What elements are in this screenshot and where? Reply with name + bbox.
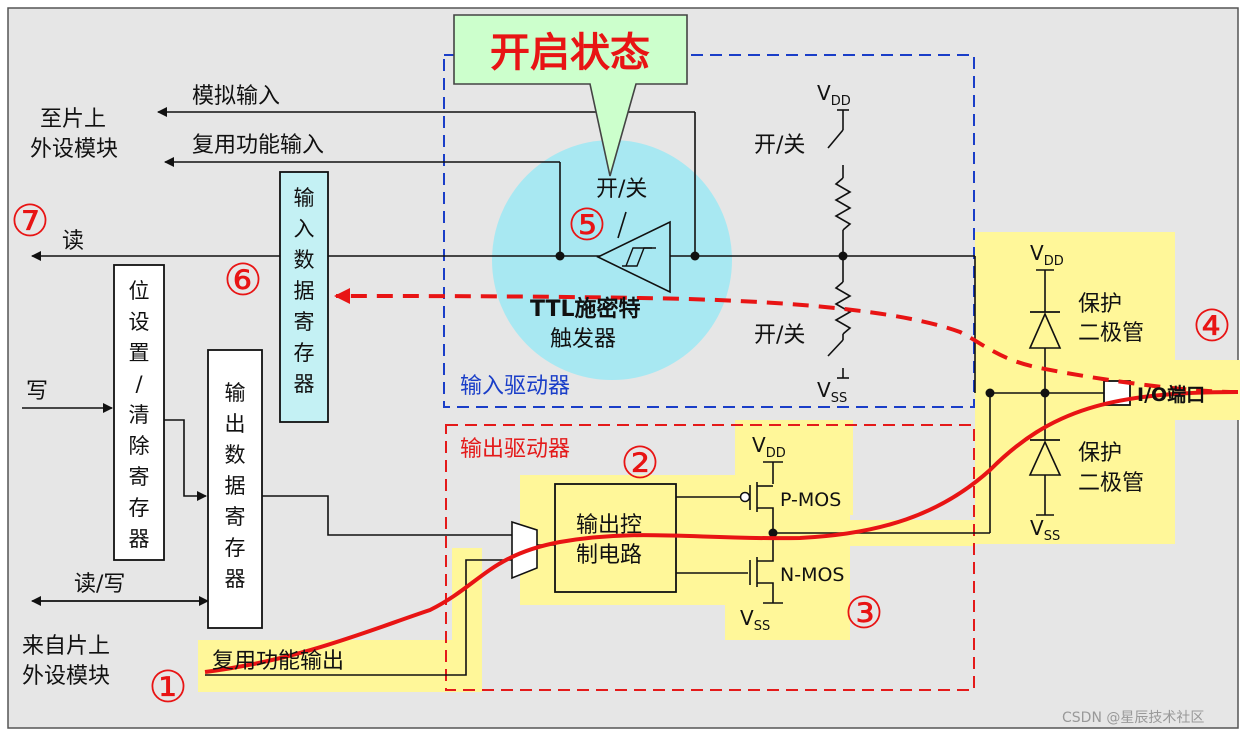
svg-text:数: 数: [294, 248, 315, 272]
to-peripheral-label-2: 外设模块: [30, 137, 118, 162]
vdd-pmos: VDD: [752, 433, 786, 461]
read-label: 读: [62, 229, 84, 254]
svg-text:除: 除: [129, 434, 150, 458]
input-driver-label: 输入驱动器: [460, 374, 570, 399]
svg-text:清: 清: [129, 403, 150, 427]
input-data-register: [279, 171, 329, 423]
vdd-diode: VDD: [1030, 241, 1064, 269]
svg-text:位: 位: [129, 279, 150, 303]
protection-diode-top-2: 二极管: [1078, 321, 1144, 346]
pmos-gate-bubble: [739, 491, 751, 503]
input-data-register-label: 输 入 数 据 寄 存 器: [294, 186, 315, 396]
svg-text:存: 存: [225, 536, 246, 560]
svg-text:存: 存: [129, 496, 150, 520]
svg-text:设: 设: [129, 310, 150, 334]
vss-pulldown: VSS: [817, 378, 847, 406]
svg-text:入: 入: [294, 217, 315, 241]
diode-up-icon: [1028, 311, 1062, 349]
output-control-label-2: 制电路: [576, 543, 642, 568]
output-driver-box: [445, 424, 975, 691]
marker-3: ③: [844, 588, 883, 639]
output-driver-label: 输出驱动器: [460, 437, 570, 462]
vss-nmos: VSS: [740, 606, 770, 634]
vss-diode: VSS: [1030, 516, 1060, 544]
svg-text:器: 器: [129, 527, 150, 551]
marker-7: ⑦: [10, 196, 49, 247]
write-label: 写: [26, 379, 48, 404]
pullup-on-off-label: 开/关: [754, 133, 805, 158]
pulldown-on-off-label: 开/关: [754, 323, 805, 348]
marker-4: ④: [1192, 301, 1231, 352]
marker-5: ⑤: [567, 200, 606, 251]
marker-2: ②: [620, 438, 659, 489]
from-peripheral-label-1: 来自片上: [22, 634, 110, 659]
svg-text:置: 置: [129, 341, 150, 365]
to-peripheral-label-1: 至片上: [40, 107, 106, 132]
svg-text:器: 器: [225, 567, 246, 591]
junction-dots: [555, 251, 1050, 538]
svg-text:存: 存: [294, 341, 315, 365]
callout-text: 开启状态: [490, 30, 650, 76]
svg-text:出: 出: [225, 412, 246, 436]
schmitt-on-off-label: 开/关: [596, 177, 647, 202]
svg-text:输: 输: [294, 186, 315, 210]
alt-output-signal-path: [204, 390, 1239, 674]
protection-diode-bottom-1: 保护: [1078, 441, 1122, 466]
protection-diode-top-1: 保护: [1078, 292, 1122, 317]
io-port-label: I/O端口: [1137, 383, 1205, 406]
marker-6: ⑥: [223, 255, 262, 306]
diode-down-icon: [1028, 439, 1062, 476]
svg-text:寄: 寄: [225, 505, 246, 529]
alt-input-label: 复用功能输入: [192, 133, 324, 158]
schmitt-trigger-icon: [596, 211, 671, 294]
read-write-label: 读/写: [74, 572, 125, 597]
bit-set-reset-register: [113, 264, 165, 561]
vdd-pullup: VDD: [817, 81, 851, 109]
bit-set-reset-label: 位 设 置 / 清 除 寄 存 器: [129, 279, 150, 551]
pmos-label: P-MOS: [780, 489, 841, 511]
input-read-signal-path: [334, 288, 1239, 394]
input-driver-box: [443, 54, 975, 408]
output-control-label-1: 输出控: [576, 513, 642, 538]
svg-text:寄: 寄: [294, 310, 315, 334]
svg-text:器: 器: [294, 372, 315, 396]
alt-output-label: 复用功能输出: [212, 649, 344, 674]
output-data-register: [207, 349, 263, 629]
wires: [22, 107, 1104, 676]
protection-diode-bottom-2: 二极管: [1078, 471, 1144, 496]
analog-input-label: 模拟输入: [192, 84, 280, 109]
output-data-register-label: 输 出 数 据 寄 存 器: [225, 381, 246, 591]
ttl-schmitt-label-1: TTL施密特: [530, 296, 641, 322]
watermark: CSDN @星辰技术社区: [1062, 710, 1204, 726]
ttl-schmitt-label-2: 触发器: [550, 327, 616, 352]
callout-box: [453, 14, 688, 177]
svg-text:寄: 寄: [129, 465, 150, 489]
nmos-label: N-MOS: [780, 564, 844, 586]
marker-1: ①: [148, 662, 187, 713]
svg-text:据: 据: [225, 474, 246, 498]
svg-text:/: /: [135, 372, 143, 396]
svg-text:据: 据: [294, 279, 315, 303]
svg-text:输: 输: [225, 381, 246, 405]
from-peripheral-label-2: 外设模块: [22, 664, 110, 689]
svg-text:数: 数: [225, 443, 246, 467]
